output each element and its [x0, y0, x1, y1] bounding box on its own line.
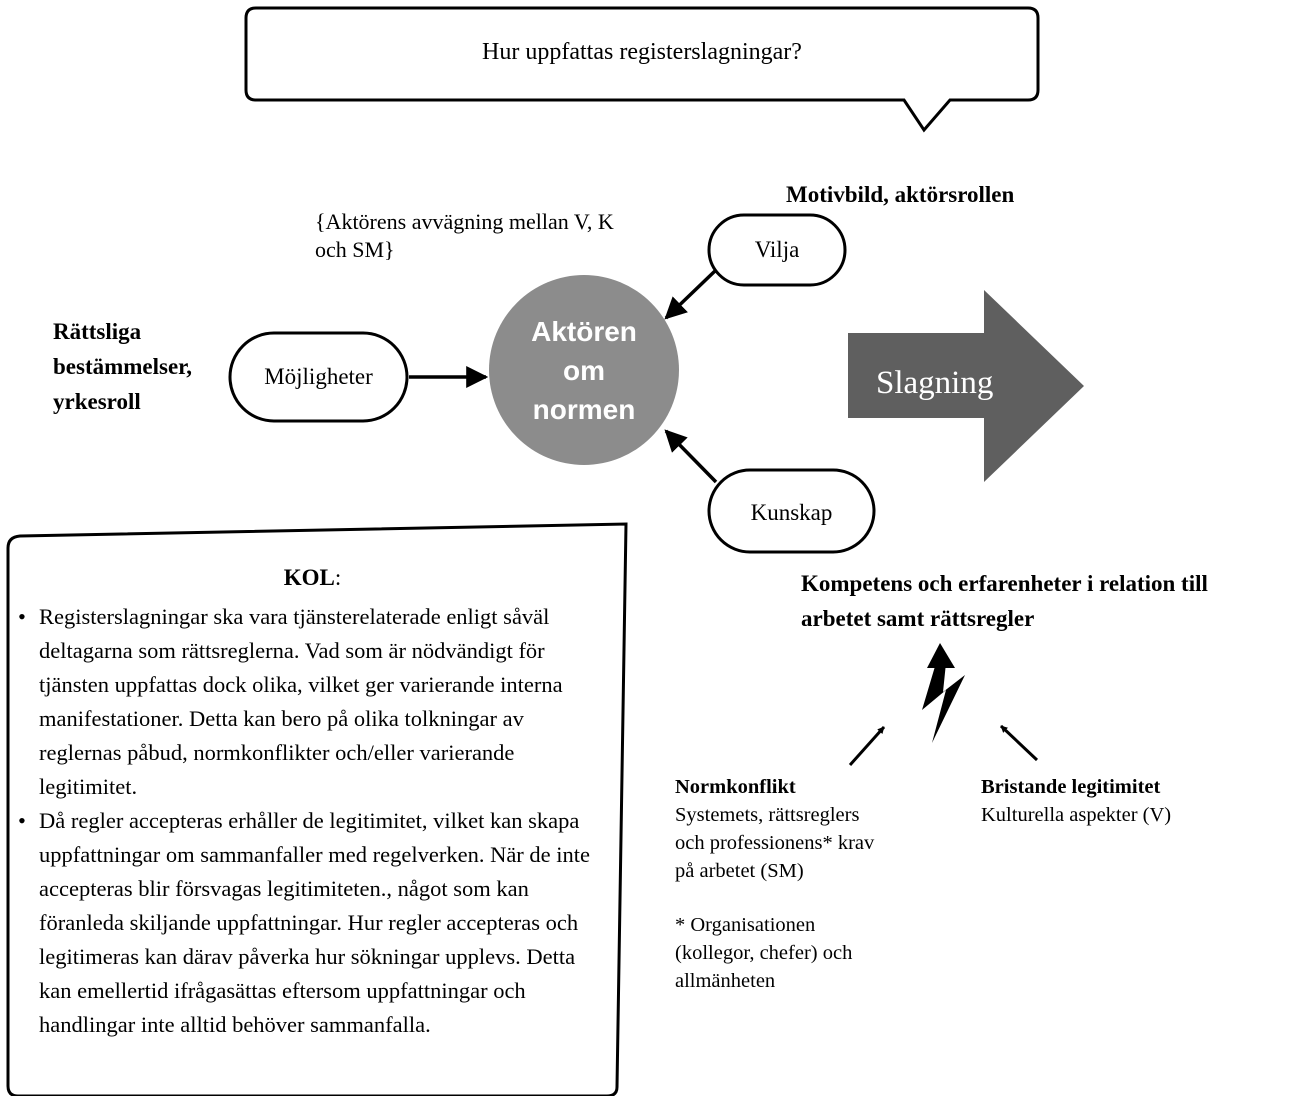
- rattsliga-line2: bestämmelser,: [53, 354, 193, 379]
- question-text: Hur uppfattas registerslagningar?: [482, 39, 802, 65]
- normkonflikt-title: Normkonflikt: [675, 776, 796, 798]
- center-label-line3: normen: [532, 394, 636, 425]
- slagning-big-arrow: [848, 290, 1084, 482]
- motivbild-heading: Motivbild, aktörsrollen: [786, 182, 1015, 207]
- arrow-bristande-up: [999, 724, 1039, 762]
- kol-title-colon: :: [334, 565, 342, 590]
- kol-bullet-2: Då regler accepteras erhåller de legitim…: [18, 804, 608, 1042]
- question-speech-bubble: [244, 6, 1040, 133]
- arrow-kunskap-to-center: [664, 429, 718, 484]
- normkonflikt-line2: och professionens* krav: [675, 832, 875, 854]
- kol-title-bold: KOL: [283, 565, 335, 590]
- center-label: Aktören om normen: [489, 312, 679, 429]
- normkonflikt-note1: * Organisationen: [675, 914, 816, 936]
- center-circle: [489, 275, 679, 465]
- kunskap-node: [707, 468, 876, 554]
- kol-bullet-1: Registerslagningar ska vara tjänsterelat…: [18, 600, 608, 804]
- kol-bullet-list: Registerslagningar ska vara tjänsterelat…: [18, 600, 608, 1042]
- avvagning-text: {Aktörens avvägning mellan V, K och SM}: [315, 208, 614, 264]
- arrow-normkonflikt-up: [848, 725, 886, 767]
- kompetens-line2: arbetet samt rättsregler: [801, 606, 1035, 631]
- kunskap-label: Kunskap: [750, 500, 833, 525]
- bristande-text: Bristande legitimitet Kulturella aspekte…: [981, 773, 1171, 829]
- vilja-node: [707, 213, 847, 287]
- kompetens-text: Kompetens och erfarenheter i relation ti…: [801, 566, 1208, 636]
- center-label-line2: om: [563, 355, 605, 386]
- slagning-label: Slagning: [876, 365, 994, 401]
- avvagning-line1: {Aktörens avvägning mellan V, K: [315, 209, 614, 234]
- kol-title: KOL:: [8, 564, 617, 592]
- rattsliga-line1: Rättsliga: [53, 319, 142, 344]
- normkonflikt-line1: Systemets, rättsreglers: [675, 804, 860, 826]
- center-label-line1: Aktören: [531, 316, 637, 347]
- lightning-bolt-icon: [922, 643, 965, 743]
- avvagning-line2: och SM}: [315, 237, 395, 262]
- normkonflikt-text: Normkonflikt Systemets, rättsreglers och…: [675, 773, 874, 995]
- normkonflikt-note3: allmänheten: [675, 970, 776, 992]
- mojligheter-node: [228, 331, 409, 423]
- vilja-label: Vilja: [754, 237, 800, 262]
- bristande-sub: Kulturella aspekter (V): [981, 804, 1172, 826]
- rattsliga-text: Rättsliga bestämmelser, yrkesroll: [53, 314, 192, 419]
- normkonflikt-note2: (kollegor, chefer) och: [675, 942, 853, 964]
- rattsliga-line3: yrkesroll: [53, 389, 141, 414]
- kompetens-line1: Kompetens och erfarenheter i relation ti…: [801, 571, 1208, 596]
- bristande-title: Bristande legitimitet: [981, 776, 1161, 798]
- arrow-vilja-to-center: [664, 268, 718, 320]
- normkonflikt-line3: på arbetet (SM): [675, 860, 804, 882]
- mojligheter-label: Möjligheter: [264, 364, 373, 389]
